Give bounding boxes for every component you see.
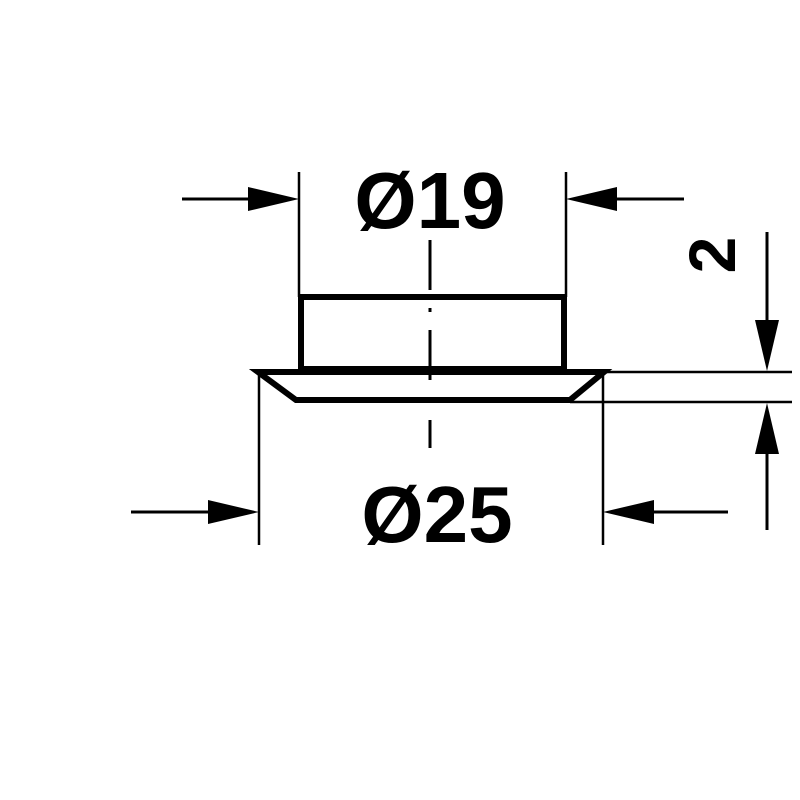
- arrow-head-bottom-right: [603, 500, 654, 524]
- flange-thickness-label: 2: [675, 237, 749, 274]
- part-upper-body: [298, 294, 567, 372]
- part-flange: [248, 369, 613, 403]
- arrow-head-thickness-bottom: [755, 403, 779, 454]
- arrow-head-top-left: [248, 187, 299, 211]
- arrow-head-thickness-top: [755, 320, 779, 371]
- arrow-head-top-right: [566, 187, 617, 211]
- bottom-diameter-label: Ø25: [361, 470, 512, 559]
- arrow-head-bottom-left: [208, 500, 259, 524]
- top-diameter-label: Ø19: [354, 156, 505, 245]
